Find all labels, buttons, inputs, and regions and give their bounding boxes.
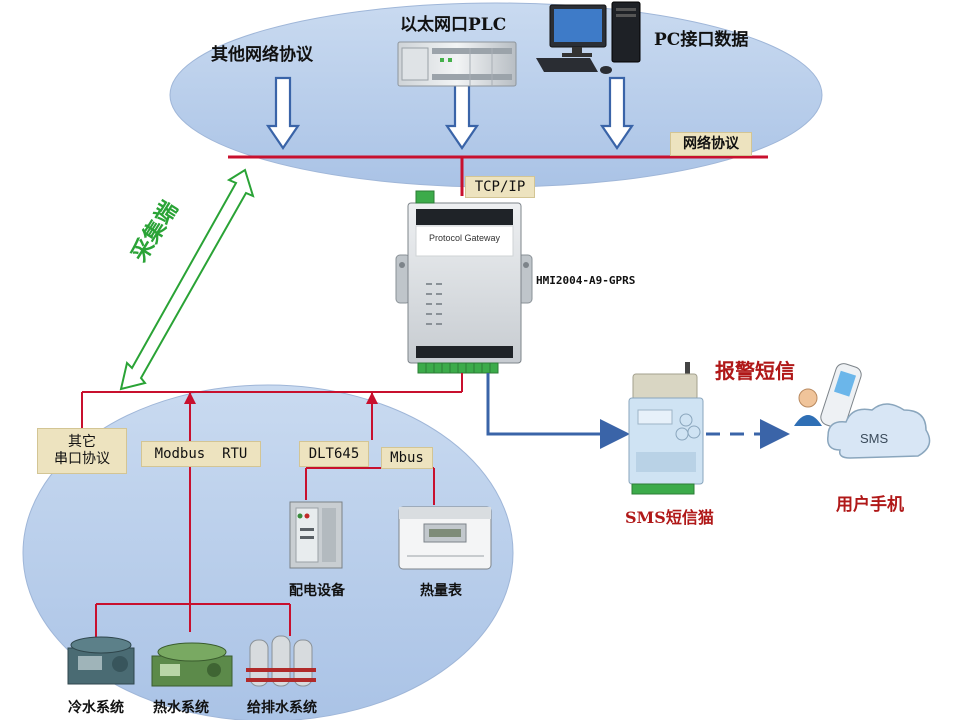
- sms-modem-label: SMS短信猫: [625, 508, 714, 527]
- serial-up-arrow-dlt: [366, 392, 378, 404]
- heat-meter-label: 热量表: [420, 583, 462, 599]
- ethernet-plc-label: 以太网口PLC: [400, 15, 507, 35]
- power-equipment-icon: [289, 501, 343, 569]
- gateway-sms-link: [486, 373, 630, 449]
- mbus-box: Mbus: [381, 447, 433, 469]
- pc-interface-data-label: PC接口数据: [654, 30, 749, 50]
- serial-up-arrow-modbus: [184, 392, 196, 404]
- sms-cloud-icon: [827, 403, 931, 459]
- hot-water-system-icon: [151, 642, 233, 687]
- gateway-panel-title: Protocol Gateway: [428, 233, 501, 243]
- pc-computer-icon: [536, 1, 641, 74]
- user-phone-label: 用户手机: [836, 495, 904, 515]
- power-equipment-label: 配电设备: [289, 583, 345, 599]
- alarm-sms-label: 报警短信: [715, 359, 795, 383]
- tcpip-box: TCP/IP: [465, 176, 535, 198]
- other-serial-protocol-box: 其它 串口协议: [37, 428, 127, 474]
- sms-cloud-text: SMS: [860, 431, 889, 446]
- water-supply-system-icon: [246, 635, 316, 687]
- network-protocol-box: 网络协议: [670, 132, 752, 156]
- protocol-gateway-device: [395, 190, 533, 374]
- other-network-protocol-label: 其他网络协议: [211, 45, 313, 65]
- heat-meter-icon: [398, 506, 492, 570]
- water-supply-system-label: 给排水系统: [247, 700, 317, 716]
- gateway-model-label: HMI2004-A9-GPRS: [536, 274, 636, 287]
- other-protocol-arrow: [265, 76, 301, 150]
- modbus-rtu-box: Modbus RTU: [141, 441, 261, 467]
- sms-modem-device: [628, 362, 704, 495]
- user-phone-icon: [794, 363, 862, 429]
- cold-water-system-icon: [67, 636, 135, 685]
- collector-double-arrow: [119, 168, 255, 391]
- pc-arrow: [599, 76, 635, 150]
- hot-water-system-label: 热水系统: [153, 700, 209, 716]
- cold-water-system-label: 冷水系统: [68, 700, 124, 716]
- plc-device-icon: [397, 41, 517, 87]
- dlt645-box: DLT645: [299, 441, 369, 467]
